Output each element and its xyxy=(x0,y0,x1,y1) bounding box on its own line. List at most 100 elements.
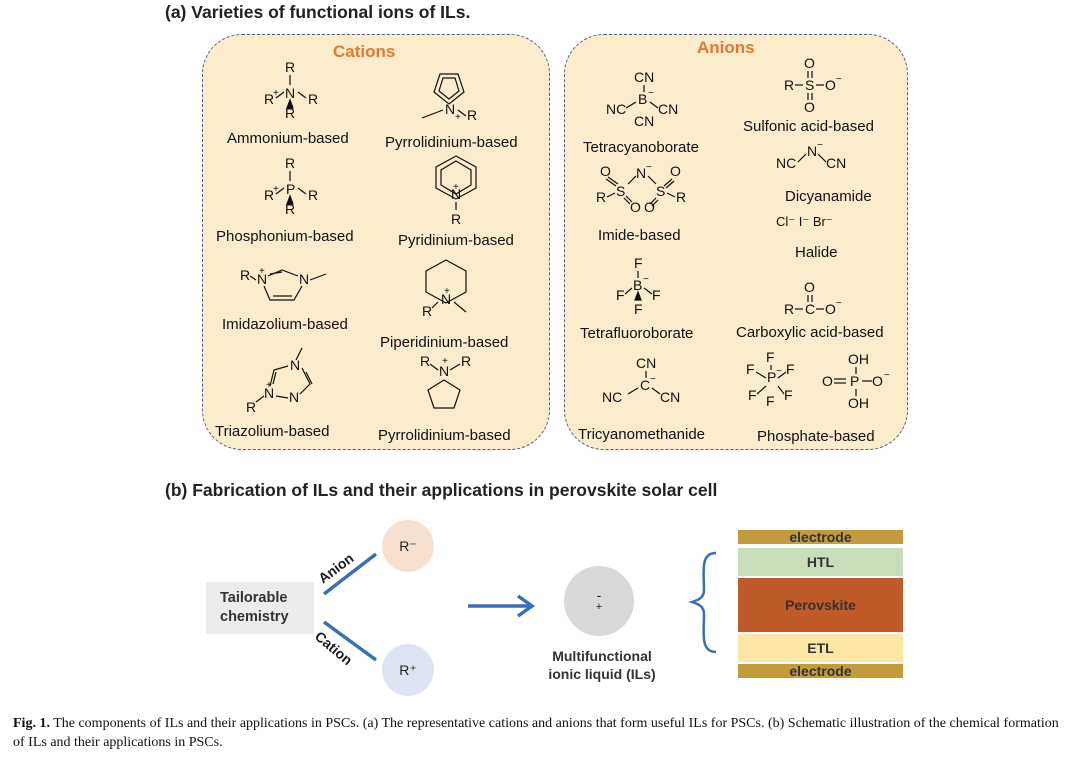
svg-text:R: R xyxy=(264,91,274,107)
svg-text:−: − xyxy=(836,298,842,309)
halide-formula: Cl⁻ I⁻ Br⁻ xyxy=(776,214,833,229)
svg-text:N: N xyxy=(289,389,299,405)
htl-layer: HTL xyxy=(738,548,903,576)
svg-text:P: P xyxy=(767,369,776,385)
svg-text:NC: NC xyxy=(606,101,626,117)
anion-label-carboxylic: Carboxylic acid-based xyxy=(736,324,884,341)
svg-text:+: + xyxy=(266,380,272,391)
svg-text:NC: NC xyxy=(602,389,622,405)
etl-layer: ETL xyxy=(738,634,903,662)
svg-text:N: N xyxy=(441,291,451,307)
svg-text:R: R xyxy=(285,201,295,217)
svg-text:O: O xyxy=(825,77,836,93)
ammonium-structure: R R+ N R R xyxy=(264,59,318,121)
imidazolium-structure: R N+ N xyxy=(240,266,327,301)
svg-text:OH: OH xyxy=(848,395,869,411)
anion-label-halide: Halide xyxy=(795,244,838,261)
anion-label-tetracyanoborate: Tetracyanoborate xyxy=(583,139,699,156)
svg-text:N: N xyxy=(439,363,449,379)
svg-text:R: R xyxy=(308,91,318,107)
svg-text:−: − xyxy=(643,274,649,285)
imide-structure: O N− O R S S R O O xyxy=(596,162,686,215)
svg-text:N: N xyxy=(299,271,309,287)
perovskite-layer: Perovskite xyxy=(738,578,903,632)
electrode-bottom-layer: electrode xyxy=(738,663,903,679)
svg-text:+: + xyxy=(455,112,461,123)
anion-circle: R⁻ xyxy=(382,520,434,572)
dicyanamide-structure: NC N− CN xyxy=(776,140,846,171)
svg-text:O: O xyxy=(804,55,815,71)
cation-label-pyrrolidinium-1: Pyrrolidinium-based xyxy=(385,134,518,151)
svg-text:F: F xyxy=(766,349,775,365)
svg-text:F: F xyxy=(766,393,775,409)
svg-text:B: B xyxy=(638,91,647,107)
anion-symbol: R⁻ xyxy=(399,537,417,554)
svg-text:CN: CN xyxy=(658,101,678,117)
anions-title: Anions xyxy=(697,38,755,57)
svg-text:−: − xyxy=(836,74,842,85)
svg-text:N: N xyxy=(285,85,295,101)
cation-label-piperidinium: Piperidinium-based xyxy=(380,334,509,351)
svg-text:R: R xyxy=(467,107,477,123)
svg-text:N: N xyxy=(636,165,646,181)
anion-label-dicyanamide: Dicyanamide xyxy=(785,188,872,205)
phosphate-structure: OH O P O− OH xyxy=(822,351,890,411)
il-label-line-1: Multifunctional xyxy=(552,648,652,664)
cation-label-ammonium: Ammonium-based xyxy=(227,130,349,147)
svg-text:R: R xyxy=(422,303,432,319)
svg-text:R: R xyxy=(461,353,471,369)
caption-text: The components of ILs and their applicat… xyxy=(13,716,1059,750)
svg-text:N: N xyxy=(290,357,300,373)
svg-text:CN: CN xyxy=(634,113,654,129)
svg-text:−: − xyxy=(884,370,890,381)
svg-text:F: F xyxy=(652,287,661,303)
svg-text:F: F xyxy=(786,361,795,377)
svg-text:N: N xyxy=(451,186,461,202)
svg-text:O: O xyxy=(670,163,681,179)
carboxylic-acid-structure: O R C O− xyxy=(784,279,842,317)
caption-label: Fig. 1. xyxy=(13,716,50,731)
svg-text:R: R xyxy=(246,399,256,415)
svg-text:F: F xyxy=(634,301,643,317)
hexafluorophosphate-structure: F F F P− F F F xyxy=(746,349,795,409)
svg-text:P: P xyxy=(286,181,295,197)
svg-text:R: R xyxy=(285,105,295,121)
cation-label-pyrrolidinium-2: Pyrrolidinium-based xyxy=(378,427,511,444)
svg-text:N: N xyxy=(445,101,455,117)
svg-text:CN: CN xyxy=(636,355,656,371)
svg-text:CN: CN xyxy=(826,155,846,171)
svg-text:−: − xyxy=(646,162,652,173)
cations-panel xyxy=(202,34,550,450)
cation-label-phosphonium: Phosphonium-based xyxy=(216,228,354,245)
svg-text:F: F xyxy=(634,255,643,271)
piperidinium-structure: N+ R xyxy=(422,259,467,319)
svg-text:NC: NC xyxy=(776,155,796,171)
svg-text:O: O xyxy=(825,301,836,317)
panel-b-heading: (b) Fabrication of ILs and their applica… xyxy=(165,480,718,500)
svg-text:O: O xyxy=(822,373,833,389)
svg-text:R: R xyxy=(264,187,274,203)
svg-text:R: R xyxy=(240,267,250,283)
cation-circle: R⁺ xyxy=(382,644,434,696)
svg-text:R: R xyxy=(451,211,461,227)
svg-text:−: − xyxy=(817,140,823,151)
svg-text:F: F xyxy=(616,287,625,303)
electrode-top-layer: electrode xyxy=(738,529,903,545)
il-charge-plus: + xyxy=(595,601,603,613)
svg-text:+: + xyxy=(442,356,448,367)
svg-text:S: S xyxy=(656,183,665,199)
ionic-liquid-label: Multifunctional ionic liquid (ILs) xyxy=(532,647,672,683)
cation-label-triazolium: Triazolium-based xyxy=(215,423,330,440)
sulfonic-acid-structure: O R S O− O xyxy=(784,55,842,115)
tricyanomethanide-structure: CN C− NC CN xyxy=(602,355,680,405)
svg-text:+: + xyxy=(453,182,459,193)
svg-text:S: S xyxy=(616,183,625,199)
svg-text:−: − xyxy=(650,374,656,385)
svg-text:R: R xyxy=(784,301,794,317)
svg-text:O: O xyxy=(600,163,611,179)
svg-text:N: N xyxy=(264,385,274,401)
anions-panel xyxy=(564,34,908,450)
svg-text:+: + xyxy=(273,184,279,195)
svg-text:P: P xyxy=(850,373,859,389)
